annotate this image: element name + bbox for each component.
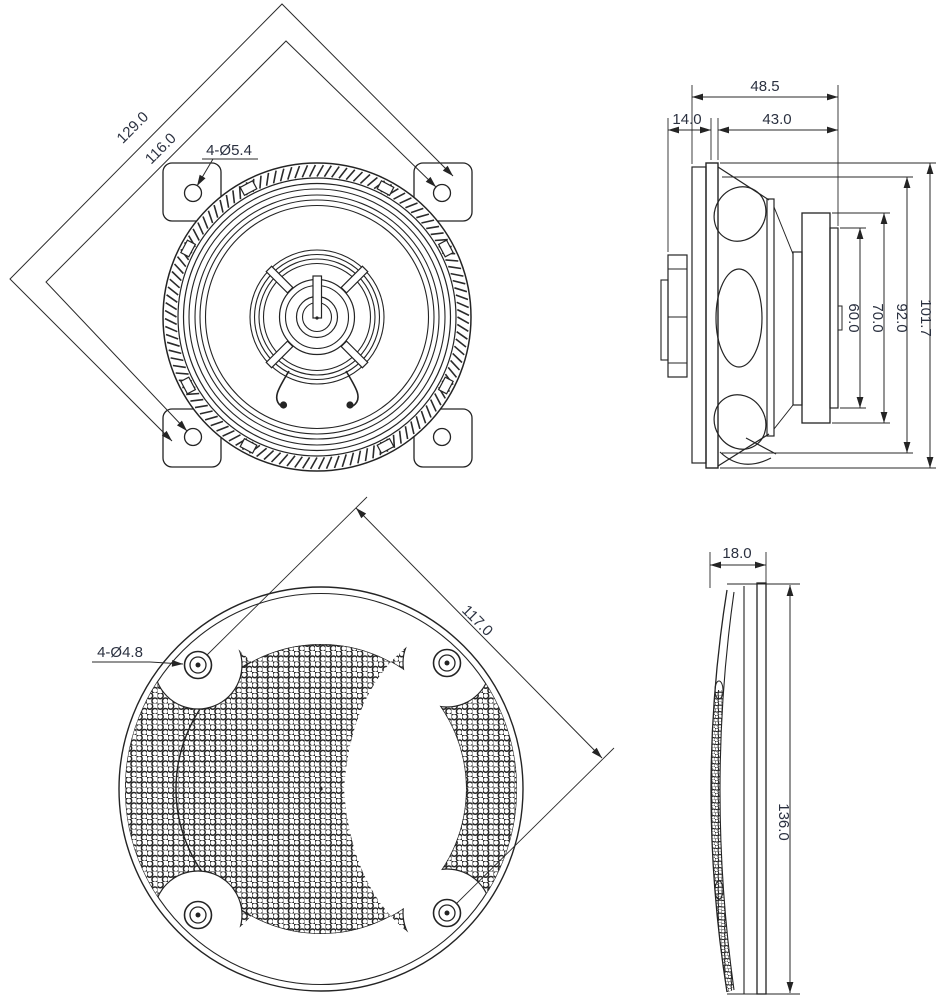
speaker-front-view: 129.0 116.0 4-Ø5.4	[9, 3, 473, 472]
speaker-side-view: 48.5 14.0 43.0 60.0 70.0 92.0 101.7	[660, 78, 936, 469]
dim-magnet: 70.0	[869, 303, 886, 332]
grille-center-mark	[319, 787, 323, 791]
dim-magnet-back: 60.0	[845, 303, 862, 332]
frame-flange	[691, 162, 719, 469]
dim-front-depth: 14.0	[672, 111, 701, 128]
mount-hole	[432, 427, 452, 447]
grille-side-profile	[710, 582, 800, 995]
grille-side-dimensions: 18.0 136.0	[709, 545, 794, 993]
center-post	[312, 275, 323, 319]
dim-frame-height: 101.7	[917, 299, 934, 337]
center-mark	[315, 316, 319, 320]
label-screw-holes: 4-Ø4.8	[97, 644, 143, 661]
side-dimensions-right: 60.0 70.0 92.0 101.7	[720, 162, 936, 469]
basket-profile	[713, 166, 794, 467]
dim-body-depth: 43.0	[762, 111, 791, 128]
mount-hole	[183, 183, 203, 203]
dim-grille-diameter: 136.0	[775, 803, 792, 841]
grille-side-view: 18.0 136.0	[709, 545, 800, 995]
mount-hole	[432, 183, 452, 203]
grille-dome-edge	[175, 643, 467, 935]
grille-side-mesh	[711, 690, 734, 992]
mount-hole	[183, 427, 203, 447]
magnet-assembly	[792, 212, 843, 424]
side-dimensions-top: 48.5 14.0 43.0	[667, 78, 839, 252]
dim-grille-depth: 18.0	[722, 545, 751, 562]
grille-front-view: 117.0 4-Ø4.8	[92, 496, 615, 1000]
label-mount-holes: 4-Ø5.4	[206, 142, 252, 159]
dim-hole-diagonal: 116.0	[142, 130, 180, 168]
terminal-block	[660, 254, 688, 378]
dim-basket: 92.0	[893, 303, 910, 332]
dim-total-depth: 48.5	[750, 78, 779, 95]
